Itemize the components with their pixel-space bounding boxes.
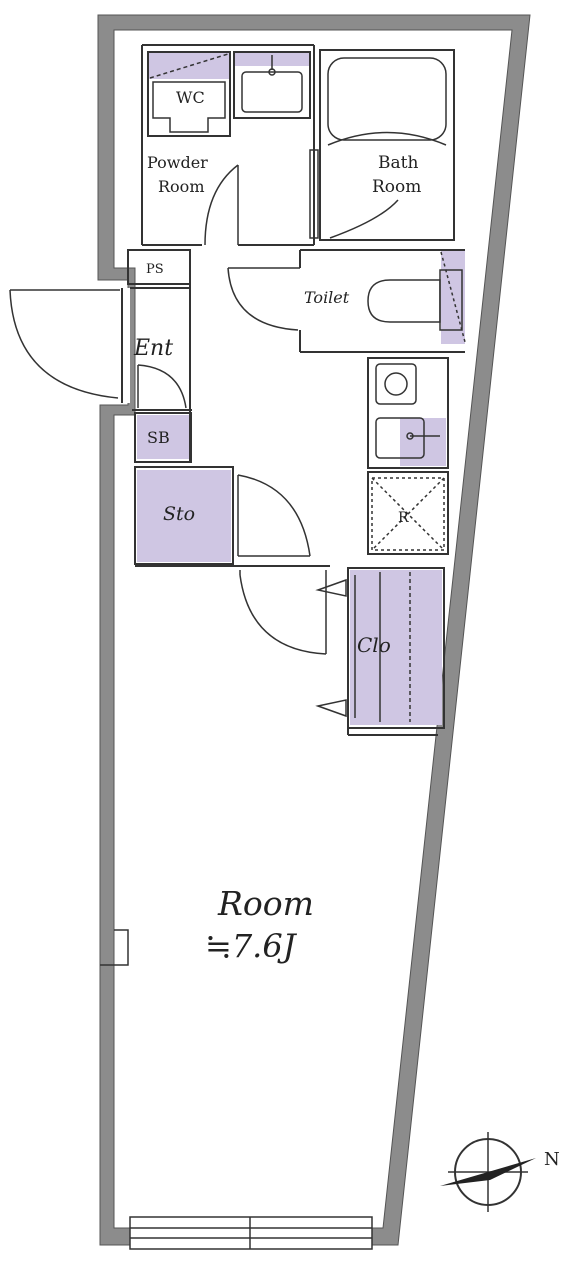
compass-north-label: N [544,1149,560,1170]
fixtures [149,53,466,722]
powder-room-label-2: Room [158,177,204,196]
toilet-bowl-icon [367,279,441,323]
wc-shelf [148,52,230,79]
storage-fill [137,470,231,562]
compass: N [440,1132,560,1212]
bottom-window [129,1216,373,1250]
bath-door-arc [329,199,399,239]
kitchen-sink-icon [375,417,425,459]
interior-walls [127,44,465,736]
wc-label: WC [176,88,205,107]
wall-notch [100,929,129,966]
shoe-box-label: SB [147,428,170,447]
bath-room-label-1: Bath [378,153,418,173]
entrance-door-arc [9,289,119,399]
toilet-label: Toilet [304,288,350,307]
powder-room-label-1: Powder [147,153,208,172]
ent-door-arc [137,364,187,409]
powder-door-arc [204,164,239,246]
sink-basin [241,71,303,113]
main-room-size: ≒7.6J [205,927,298,965]
shoe-box-fill [137,415,189,459]
bath-room-label-2: Room [372,177,421,197]
storage-door-arc [237,474,311,557]
toilet-tank [439,269,463,331]
bath-door-frame [309,149,319,239]
outer-wall [97,14,531,1246]
room-door-arc [239,574,327,655]
entrance-opening [96,288,130,403]
stove-box [375,363,417,405]
stove-burner-icon [384,372,408,396]
closet-hinge-bottom [315,699,347,718]
washer-outline [152,81,226,133]
closet-fill [350,570,442,725]
door-swings [9,149,399,718]
toilet-door-arc [227,267,299,331]
ps-label: PS [146,262,164,277]
storage-label: Sto [163,503,195,525]
compass-needle-icon [440,1158,536,1186]
main-room-label: Room [217,884,314,923]
kitchen-sink-fill [400,418,446,466]
window-frame [129,1216,373,1250]
entrance-label: Ent [133,336,173,361]
fridge-box [371,477,445,551]
closet-label: Clo [357,633,391,657]
fridge-x-b [371,477,445,551]
bath-curve [327,131,447,146]
lavender-fills [137,52,465,725]
closet-hinge-top [315,578,347,597]
refrigerator-label: R [398,510,409,526]
bathtub-icon [327,57,447,141]
